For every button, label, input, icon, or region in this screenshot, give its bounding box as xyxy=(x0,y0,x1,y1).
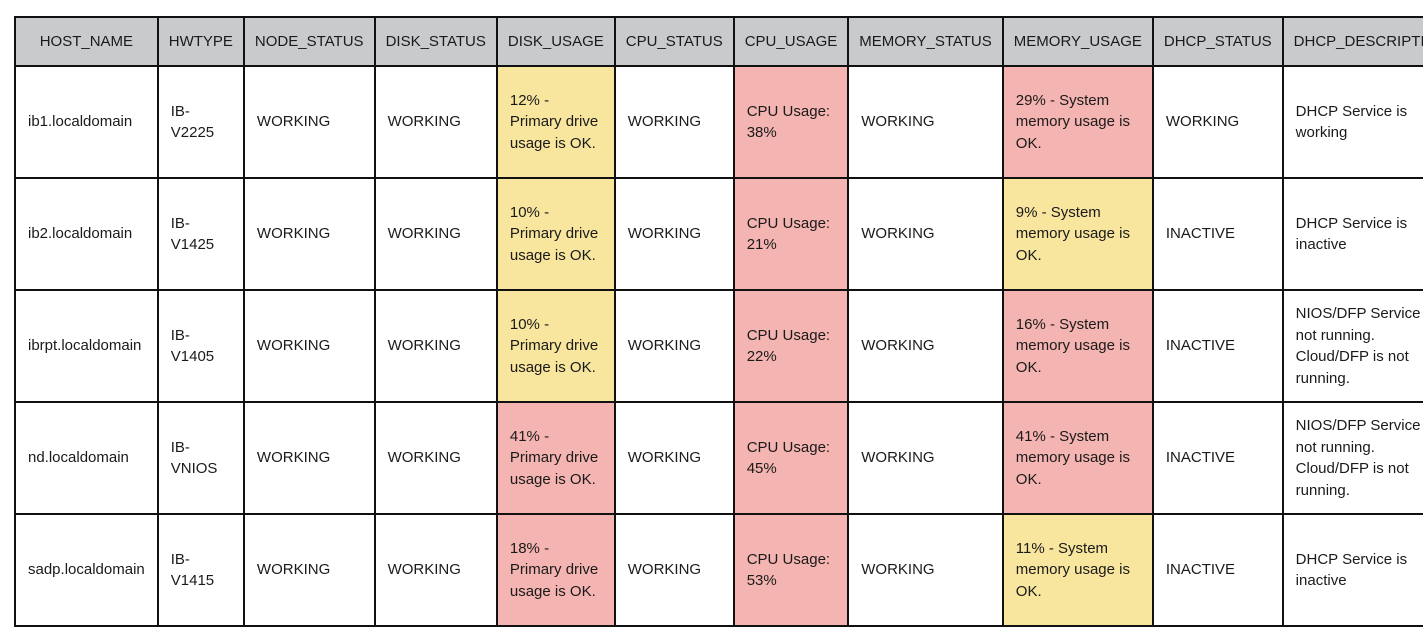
header-dhcp-description: DHCP_DESCRIPTION xyxy=(1281,16,1423,67)
node-status-cell: WORKING xyxy=(242,513,376,627)
dhcp-description-cell: DHCP Service is inactive xyxy=(1281,513,1423,627)
dhcp-description-cell: NIOS/DFP Service is not running. Cloud/D… xyxy=(1281,289,1423,403)
memory-usage-cell: 9% - System memory usage is OK. xyxy=(1001,177,1154,291)
host-name-cell: ib2.localdomain xyxy=(14,177,159,291)
disk-usage-cell: 12% - Primary drive usage is OK. xyxy=(495,65,616,179)
table-row: sadp.localdomain IB-V1415 WORKING WORKIN… xyxy=(14,513,1423,627)
cpu-status-cell: WORKING xyxy=(613,401,735,515)
hwtype-cell: IB-VNIOS xyxy=(156,401,245,515)
dhcp-status-cell: WORKING xyxy=(1151,65,1284,179)
header-disk-status: DISK_STATUS xyxy=(373,16,498,67)
cpu-usage-cell: CPU Usage: 38% xyxy=(732,65,850,179)
disk-status-cell: WORKING xyxy=(373,401,498,515)
header-row: HOST_NAME HWTYPE NODE_STATUS DISK_STATUS… xyxy=(14,16,1423,67)
table-row: ibrpt.localdomain IB-V1405 WORKING WORKI… xyxy=(14,289,1423,403)
memory-usage-cell: 41% - System memory usage is OK. xyxy=(1001,401,1154,515)
dhcp-status-cell: INACTIVE xyxy=(1151,513,1284,627)
header-host-name: HOST_NAME xyxy=(14,16,159,67)
disk-usage-cell: 18% - Primary drive usage is OK. xyxy=(495,513,616,627)
node-status-cell: WORKING xyxy=(242,177,376,291)
hwtype-cell: IB-V1425 xyxy=(156,177,245,291)
memory-usage-cell: 29% - System memory usage is OK. xyxy=(1001,65,1154,179)
memory-status-cell: WORKING xyxy=(847,513,1004,627)
hwtype-cell: IB-V2225 xyxy=(156,65,245,179)
host-name-cell: ib1.localdomain xyxy=(14,65,159,179)
node-status-cell: WORKING xyxy=(242,289,376,403)
table-row: nd.localdomain IB-VNIOS WORKING WORKING … xyxy=(14,401,1423,515)
header-memory-usage: MEMORY_USAGE xyxy=(1001,16,1154,67)
dhcp-description-cell: NIOS/DFP Service is not running. Cloud/D… xyxy=(1281,401,1423,515)
header-memory-status: MEMORY_STATUS xyxy=(847,16,1004,67)
dhcp-status-cell: INACTIVE xyxy=(1151,401,1284,515)
node-status-cell: WORKING xyxy=(242,65,376,179)
header-node-status: NODE_STATUS xyxy=(242,16,376,67)
disk-usage-cell: 10% - Primary drive usage is OK. xyxy=(495,177,616,291)
header-dhcp-status: DHCP_STATUS xyxy=(1151,16,1284,67)
table-row: ib1.localdomain IB-V2225 WORKING WORKING… xyxy=(14,65,1423,179)
memory-status-cell: WORKING xyxy=(847,289,1004,403)
table-row: ib2.localdomain IB-V1425 WORKING WORKING… xyxy=(14,177,1423,291)
status-table-container: HOST_NAME HWTYPE NODE_STATUS DISK_STATUS… xyxy=(14,16,1423,627)
memory-status-cell: WORKING xyxy=(847,65,1004,179)
disk-status-cell: WORKING xyxy=(373,65,498,179)
cpu-usage-cell: CPU Usage: 22% xyxy=(732,289,850,403)
hwtype-cell: IB-V1405 xyxy=(156,289,245,403)
dhcp-status-cell: INACTIVE xyxy=(1151,177,1284,291)
dhcp-status-cell: INACTIVE xyxy=(1151,289,1284,403)
cpu-status-cell: WORKING xyxy=(613,289,735,403)
disk-status-cell: WORKING xyxy=(373,177,498,291)
cpu-status-cell: WORKING xyxy=(613,177,735,291)
header-cpu-status: CPU_STATUS xyxy=(613,16,735,67)
disk-status-cell: WORKING xyxy=(373,289,498,403)
cpu-usage-cell: CPU Usage: 53% xyxy=(732,513,850,627)
host-status-table: HOST_NAME HWTYPE NODE_STATUS DISK_STATUS… xyxy=(14,16,1423,627)
header-hwtype: HWTYPE xyxy=(156,16,245,67)
disk-status-cell: WORKING xyxy=(373,513,498,627)
cpu-usage-cell: CPU Usage: 45% xyxy=(732,401,850,515)
header-disk-usage: DISK_USAGE xyxy=(495,16,616,67)
node-status-cell: WORKING xyxy=(242,401,376,515)
host-name-cell: sadp.localdomain xyxy=(14,513,159,627)
dhcp-description-cell: DHCP Service is working xyxy=(1281,65,1423,179)
disk-usage-cell: 41% - Primary drive usage is OK. xyxy=(495,401,616,515)
memory-status-cell: WORKING xyxy=(847,401,1004,515)
cpu-status-cell: WORKING xyxy=(613,65,735,179)
host-name-cell: nd.localdomain xyxy=(14,401,159,515)
dhcp-description-cell: DHCP Service is inactive xyxy=(1281,177,1423,291)
cpu-status-cell: WORKING xyxy=(613,513,735,627)
memory-usage-cell: 16% - System memory usage is OK. xyxy=(1001,289,1154,403)
memory-usage-cell: 11% - System memory usage is OK. xyxy=(1001,513,1154,627)
hwtype-cell: IB-V1415 xyxy=(156,513,245,627)
header-cpu-usage: CPU_USAGE xyxy=(732,16,850,67)
disk-usage-cell: 10% - Primary drive usage is OK. xyxy=(495,289,616,403)
memory-status-cell: WORKING xyxy=(847,177,1004,291)
cpu-usage-cell: CPU Usage: 21% xyxy=(732,177,850,291)
host-name-cell: ibrpt.localdomain xyxy=(14,289,159,403)
